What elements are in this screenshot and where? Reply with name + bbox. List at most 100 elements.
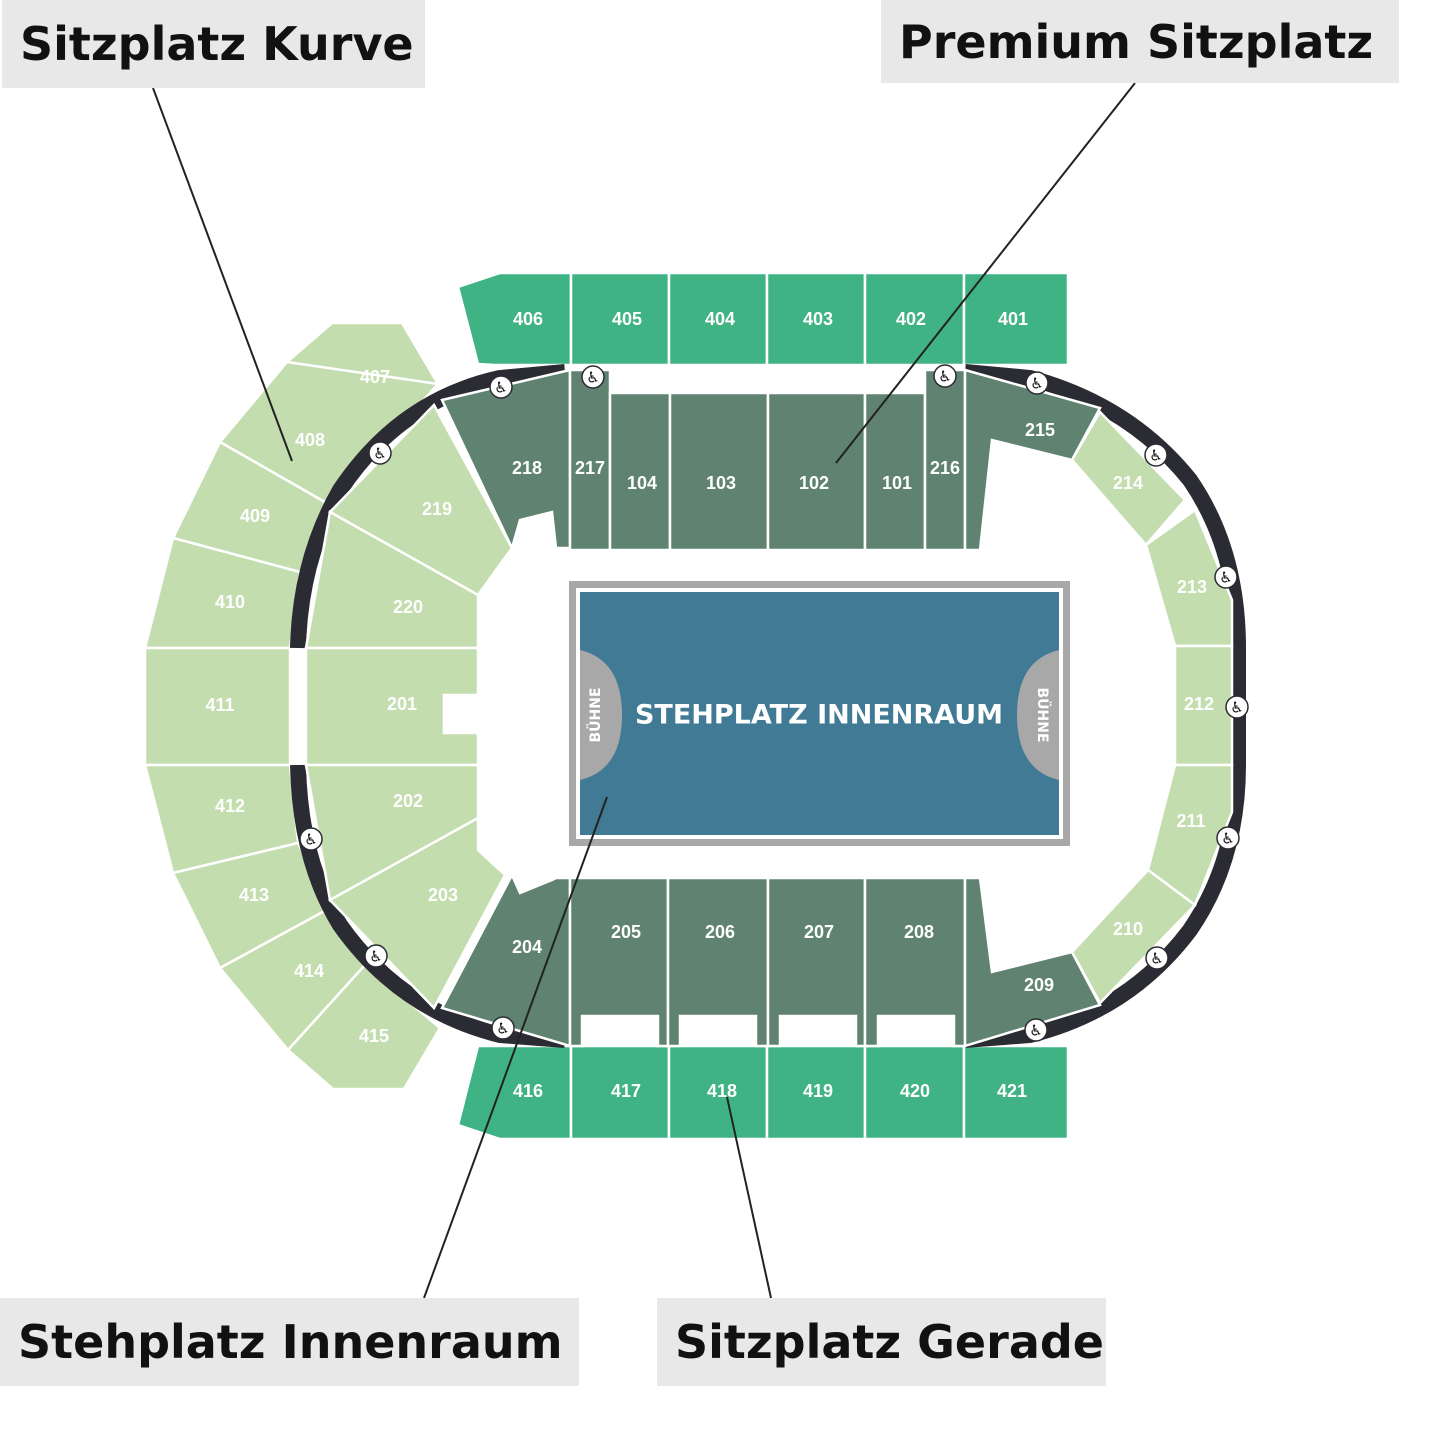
svg-text:♿: ♿	[1221, 830, 1234, 848]
section-labels: 406 405 404 403 402 401 416 417 418 419 …	[205, 309, 1214, 1101]
floor-label: STEHPLATZ INNENRAUM	[635, 700, 1003, 731]
section-215[interactable]	[963, 368, 1102, 552]
stage-right[interactable]	[1017, 650, 1059, 780]
label-207: 207	[804, 922, 834, 942]
svg-text:♿: ♿	[1219, 569, 1232, 587]
svg-text:♿: ♿	[1149, 447, 1162, 465]
label-412: 412	[215, 796, 245, 816]
label-201: 201	[387, 694, 417, 714]
label-202: 202	[393, 791, 423, 811]
section-402[interactable]	[863, 271, 966, 367]
section-401[interactable]	[962, 271, 1070, 367]
section-210[interactable]	[1070, 868, 1197, 1006]
wheelchair-points: ♿ ♿ ♿ ♿ ♿ ♿ ♿ ♿ ♿ ♿ ♿ ♿ ♿ ♿	[299, 364, 1249, 1042]
label-406: 406	[513, 309, 543, 329]
callout-straight-seat: Sitzplatz Gerade	[657, 1298, 1106, 1386]
section-213[interactable]	[1144, 508, 1234, 648]
wheelchair-icon: ♿	[1025, 371, 1049, 395]
wheelchair-icon: ♿	[933, 364, 957, 388]
label-102: 102	[799, 473, 829, 493]
upper-straight-bottom	[456, 1044, 1070, 1141]
leader-standing-floor	[423, 796, 608, 1299]
label-101: 101	[882, 473, 912, 493]
leader-straight-seat	[726, 1096, 772, 1299]
svg-text:♿: ♿	[586, 369, 599, 387]
label-401: 401	[998, 309, 1028, 329]
label-402: 402	[896, 309, 926, 329]
section-208[interactable]	[863, 876, 967, 1048]
section-214[interactable]	[1070, 409, 1187, 547]
wheelchair-icon: ♿	[489, 375, 513, 399]
label-417: 417	[611, 1081, 641, 1101]
label-419: 419	[803, 1081, 833, 1101]
label-405: 405	[612, 309, 642, 329]
section-206[interactable]	[666, 876, 770, 1048]
section-211[interactable]	[1146, 763, 1234, 907]
section-101[interactable]	[863, 391, 927, 552]
wheelchair-icon: ♿	[1216, 826, 1240, 850]
section-207[interactable]	[766, 876, 867, 1048]
callout-lines	[152, 82, 1136, 1299]
svg-text:♿: ♿	[1029, 1022, 1042, 1040]
wheelchair-icon: ♿	[368, 441, 392, 465]
label-204: 204	[512, 937, 542, 957]
svg-text:♿: ♿	[1150, 950, 1163, 968]
label-206: 206	[705, 922, 735, 942]
callout-premium-seat: Premium Sitzplatz	[881, 0, 1399, 83]
wheelchair-icon: ♿	[1214, 565, 1238, 589]
svg-text:♿: ♿	[304, 831, 317, 849]
label-414: 414	[294, 961, 324, 981]
section-421[interactable]	[962, 1044, 1070, 1141]
section-102[interactable]	[766, 391, 867, 552]
svg-text:♿: ♿	[1230, 699, 1243, 717]
label-219: 219	[422, 499, 452, 519]
stage-left-label: BÜHNE	[586, 687, 604, 742]
label-411: 411	[205, 695, 234, 715]
svg-text:♿: ♿	[496, 1020, 509, 1038]
label-416: 416	[513, 1081, 543, 1101]
svg-text:♿: ♿	[494, 379, 507, 397]
section-104[interactable]	[608, 391, 672, 552]
label-218: 218	[512, 458, 542, 478]
floor-standing[interactable]	[580, 592, 1059, 835]
wheelchair-icon: ♿	[1024, 1018, 1048, 1042]
label-418: 418	[707, 1081, 737, 1101]
wheelchair-icon: ♿	[364, 944, 388, 968]
label-409: 409	[240, 506, 270, 526]
label-203: 203	[428, 885, 458, 905]
section-205[interactable]	[568, 876, 670, 1048]
label-217: 217	[575, 458, 605, 478]
section-217[interactable]	[568, 368, 612, 552]
leader-premium-seat	[835, 82, 1136, 464]
section-419[interactable]	[765, 1044, 867, 1141]
label-216: 216	[930, 458, 960, 478]
callout-standing-floor: Stehplatz Innenraum	[0, 1298, 579, 1386]
svg-text:♿: ♿	[938, 368, 951, 386]
callout-curve-seat: Sitzplatz Kurve	[2, 0, 425, 88]
label-420: 420	[900, 1081, 930, 1101]
label-410: 410	[215, 592, 245, 612]
svg-text:♿: ♿	[373, 445, 386, 463]
section-204[interactable]	[440, 872, 572, 1048]
section-103[interactable]	[668, 391, 770, 552]
section-404[interactable]	[667, 271, 769, 367]
section-415[interactable]	[286, 963, 442, 1091]
section-420[interactable]	[863, 1044, 966, 1141]
label-211: 211	[1176, 811, 1205, 831]
wheelchair-icon: ♿	[1144, 443, 1168, 467]
label-421: 421	[997, 1081, 1027, 1101]
section-203[interactable]	[327, 815, 507, 1011]
label-213: 213	[1177, 577, 1207, 597]
label-404: 404	[705, 309, 735, 329]
leader-curve-seat	[152, 87, 293, 462]
label-214: 214	[1113, 473, 1143, 493]
label-215: 215	[1025, 420, 1055, 440]
label-408: 408	[295, 430, 325, 450]
svg-text:♿: ♿	[369, 948, 382, 966]
label-104: 104	[627, 473, 657, 493]
stage-left[interactable]	[580, 650, 622, 780]
section-403[interactable]	[765, 271, 867, 367]
label-209: 209	[1024, 975, 1054, 995]
label-415: 415	[359, 1026, 389, 1046]
